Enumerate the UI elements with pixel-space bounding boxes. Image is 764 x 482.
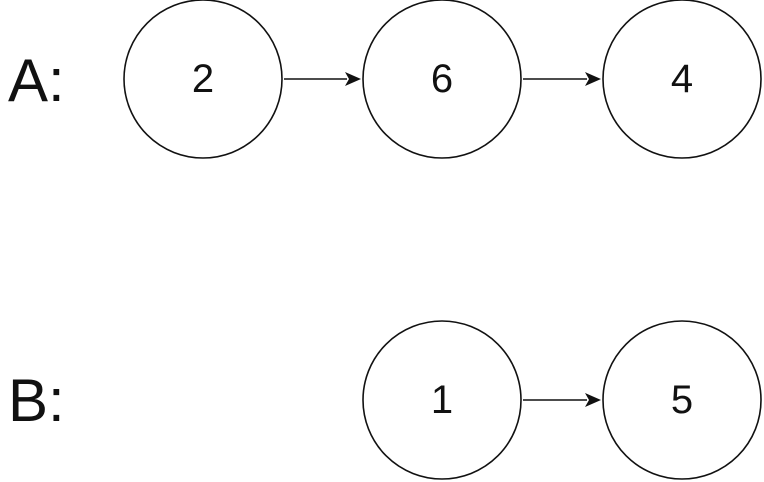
node-circle xyxy=(123,0,283,159)
node-circle xyxy=(602,320,762,480)
node-value: 5 xyxy=(671,378,693,422)
arrow-head-icon xyxy=(585,393,601,407)
list-a-node-2: 6 xyxy=(362,0,522,159)
list-a-node-1: 2 xyxy=(123,0,283,159)
node-value: 4 xyxy=(671,57,693,101)
list-b-label: B: xyxy=(8,367,65,434)
list-a: A: 2 6 4 xyxy=(8,0,762,159)
list-b-node-2: 5 xyxy=(602,320,762,480)
node-value: 1 xyxy=(431,378,453,422)
node-value: 2 xyxy=(192,57,214,101)
arrow-head-icon xyxy=(585,72,601,86)
node-circle xyxy=(602,0,762,159)
list-a-arrow-1 xyxy=(284,72,361,86)
node-value: 6 xyxy=(431,57,453,101)
list-b-node-1: 1 xyxy=(362,320,522,480)
list-a-node-3: 4 xyxy=(602,0,762,159)
node-circle xyxy=(362,0,522,159)
list-a-arrow-2 xyxy=(523,72,601,86)
list-b: B: 1 5 xyxy=(8,320,762,480)
list-a-label: A: xyxy=(8,47,65,114)
list-b-arrow-1 xyxy=(523,393,601,407)
arrow-head-icon xyxy=(345,72,361,86)
node-circle xyxy=(362,320,522,480)
